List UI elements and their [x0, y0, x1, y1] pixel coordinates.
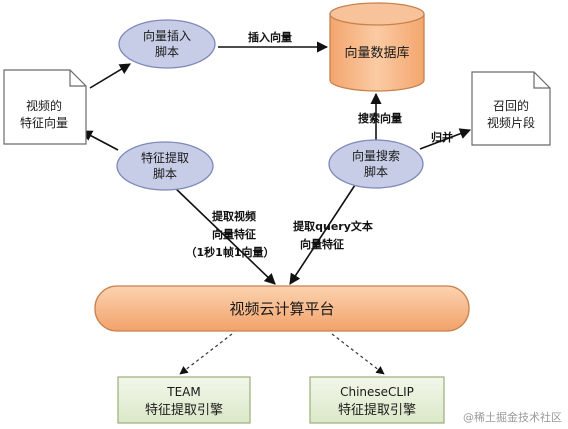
feature-script-line1: 特征提取	[141, 150, 189, 165]
edge-search-to-platform	[289, 184, 356, 285]
cloud-platform-label: 视频云计算平台	[229, 300, 334, 318]
team-engine-line1: TEAM	[166, 385, 200, 399]
recalled-clips-line2: 视频片段	[487, 115, 535, 130]
merge-label: 归并	[431, 130, 453, 144]
video-vectors-line1: 视频的	[26, 98, 62, 113]
team-engine-node: TEAM 特征提取引擎	[117, 376, 251, 424]
feature-script-node: 特征提取 脚本	[116, 141, 214, 191]
feature-script-line2: 脚本	[153, 166, 177, 181]
vector-db-label: 向量数据库	[344, 45, 409, 61]
video-vectors-line2: 特征向量	[20, 115, 68, 130]
edge-platform-to-clip	[331, 333, 385, 375]
extract-query-line2: 向量特征	[300, 237, 344, 251]
edge-feature-to-doc	[81, 130, 119, 151]
extract-video-line1: 提取视频	[212, 209, 256, 223]
edge-platform-to-team	[179, 333, 233, 375]
extract-video-line3: （1秒1帧1向量）	[186, 245, 275, 259]
insert-script-line1: 向量插入	[143, 28, 191, 43]
search-script-line1: 向量搜索	[352, 148, 400, 163]
clip-engine-node: ChineseCLIP 特征提取引擎	[309, 376, 445, 424]
insert-script-node: 向量插入 脚本	[118, 19, 216, 69]
edge-feature-to-platform	[171, 184, 276, 285]
insert-script-line2: 脚本	[155, 44, 179, 59]
vector-db-node: 向量数据库	[329, 2, 425, 92]
clip-engine-line1: ChineseCLIP	[340, 385, 414, 399]
recalled-clips-line1: 召回的	[493, 98, 529, 113]
clip-engine-line2: 特征提取引擎	[338, 402, 416, 418]
extract-query-line1: 提取query文本	[293, 219, 373, 233]
recalled-clips-doc: 召回的 视频片段	[471, 71, 551, 146]
team-engine-line2: 特征提取引擎	[145, 402, 223, 418]
search-vector-label: 搜索向量	[358, 111, 402, 125]
insert-vector-label: 插入向量	[248, 30, 292, 44]
edge-search-to-recall	[419, 128, 472, 150]
search-script-node: 向量搜索 脚本	[328, 139, 424, 189]
edge-doc-to-insert	[89, 63, 131, 89]
video-vectors-doc: 视频的 特征向量	[3, 69, 87, 145]
cloud-platform-node: 视频云计算平台	[94, 285, 470, 332]
extract-video-line2: 向量特征	[212, 227, 256, 241]
watermark: @稀土掘金技术社区	[463, 410, 562, 424]
search-script-line2: 脚本	[364, 164, 388, 179]
